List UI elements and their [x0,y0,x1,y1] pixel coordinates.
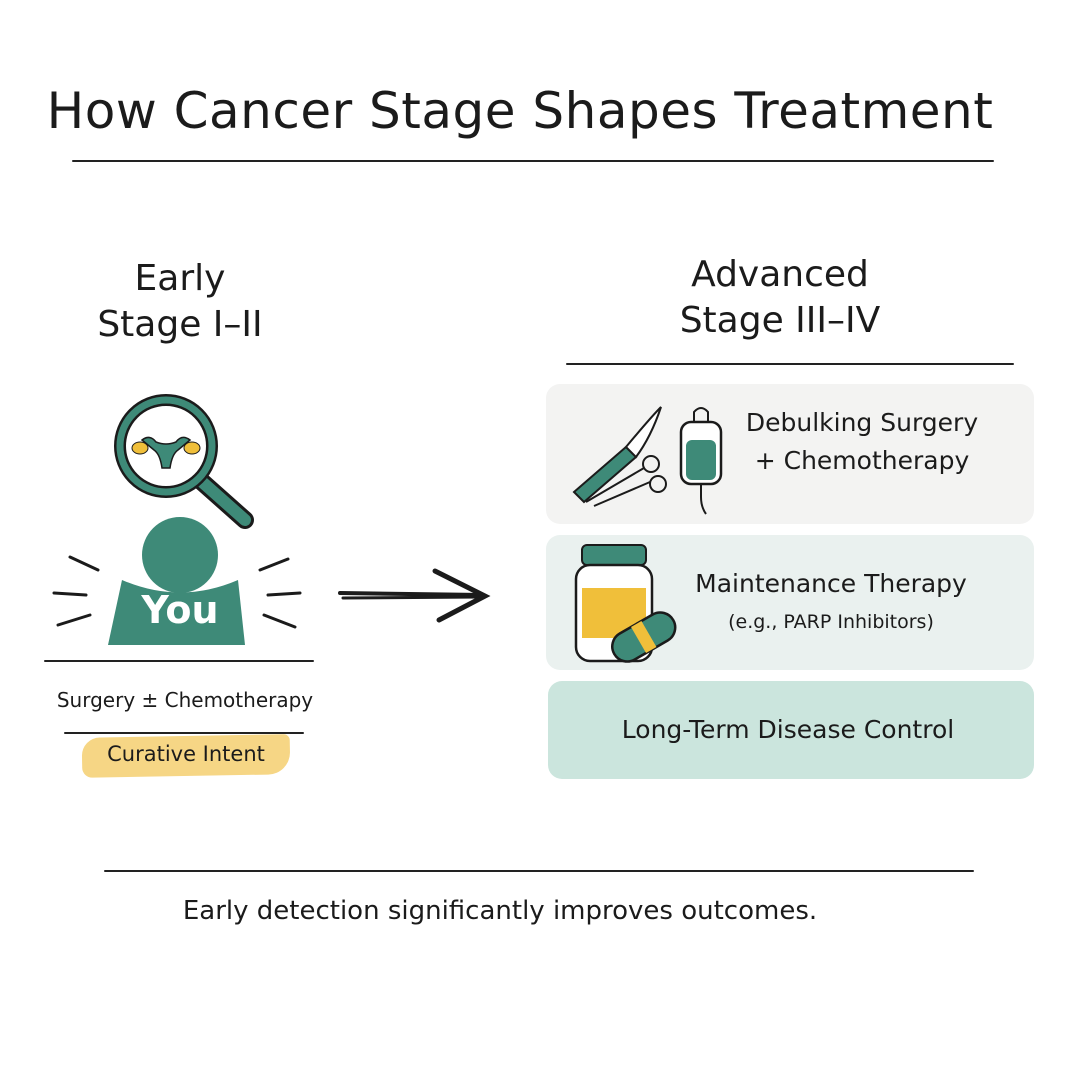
early-stage-label: Stage I–II [97,304,263,345]
early-stage-heading: Early Stage I–II [40,256,320,348]
person-silhouette-icon [52,517,302,645]
early-treatment: Surgery ± Chemotherapy [56,688,314,712]
footer-divider [104,870,974,872]
early-heading: Early [134,258,226,299]
arrow-right-icon [338,568,491,623]
advanced-stage-heading: Advanced Stage III–IV [620,252,940,344]
surgery-iv-icon [572,406,723,515]
magnifier-uterus-icon [114,394,254,529]
footer-note: Early detection significantly improves o… [182,896,818,926]
page-title: How Cancer Stage Shapes Treatment [46,82,994,140]
pill-bottle-icon [574,544,677,663]
step-maintenance-therapy: Maintenance Therapy (e.g., PARP Inhibito… [546,535,1034,670]
step-3-label: Long-Term Disease Control [621,715,955,744]
treatment-divider [64,732,304,734]
step-debulking-surgery: Debulking Surgery + Chemotherapy [546,384,1034,524]
step-long-term-control: Long-Term Disease Control [548,681,1034,779]
person-label: You [141,588,219,632]
step-2-line-1: Maintenance Therapy [695,569,967,598]
advanced-heading: Advanced [691,254,869,295]
title-divider [72,160,994,162]
advanced-divider [566,363,1014,365]
step-1-line-1: Debulking Surgery [745,408,979,437]
advanced-stage-label: Stage III–IV [679,300,881,341]
early-divider [44,660,314,662]
curative-intent-label: Curative Intent [107,742,265,766]
step-2-line-2: (e.g., PARP Inhibitors) [728,611,934,633]
step-1-line-2: + Chemotherapy [754,446,970,475]
